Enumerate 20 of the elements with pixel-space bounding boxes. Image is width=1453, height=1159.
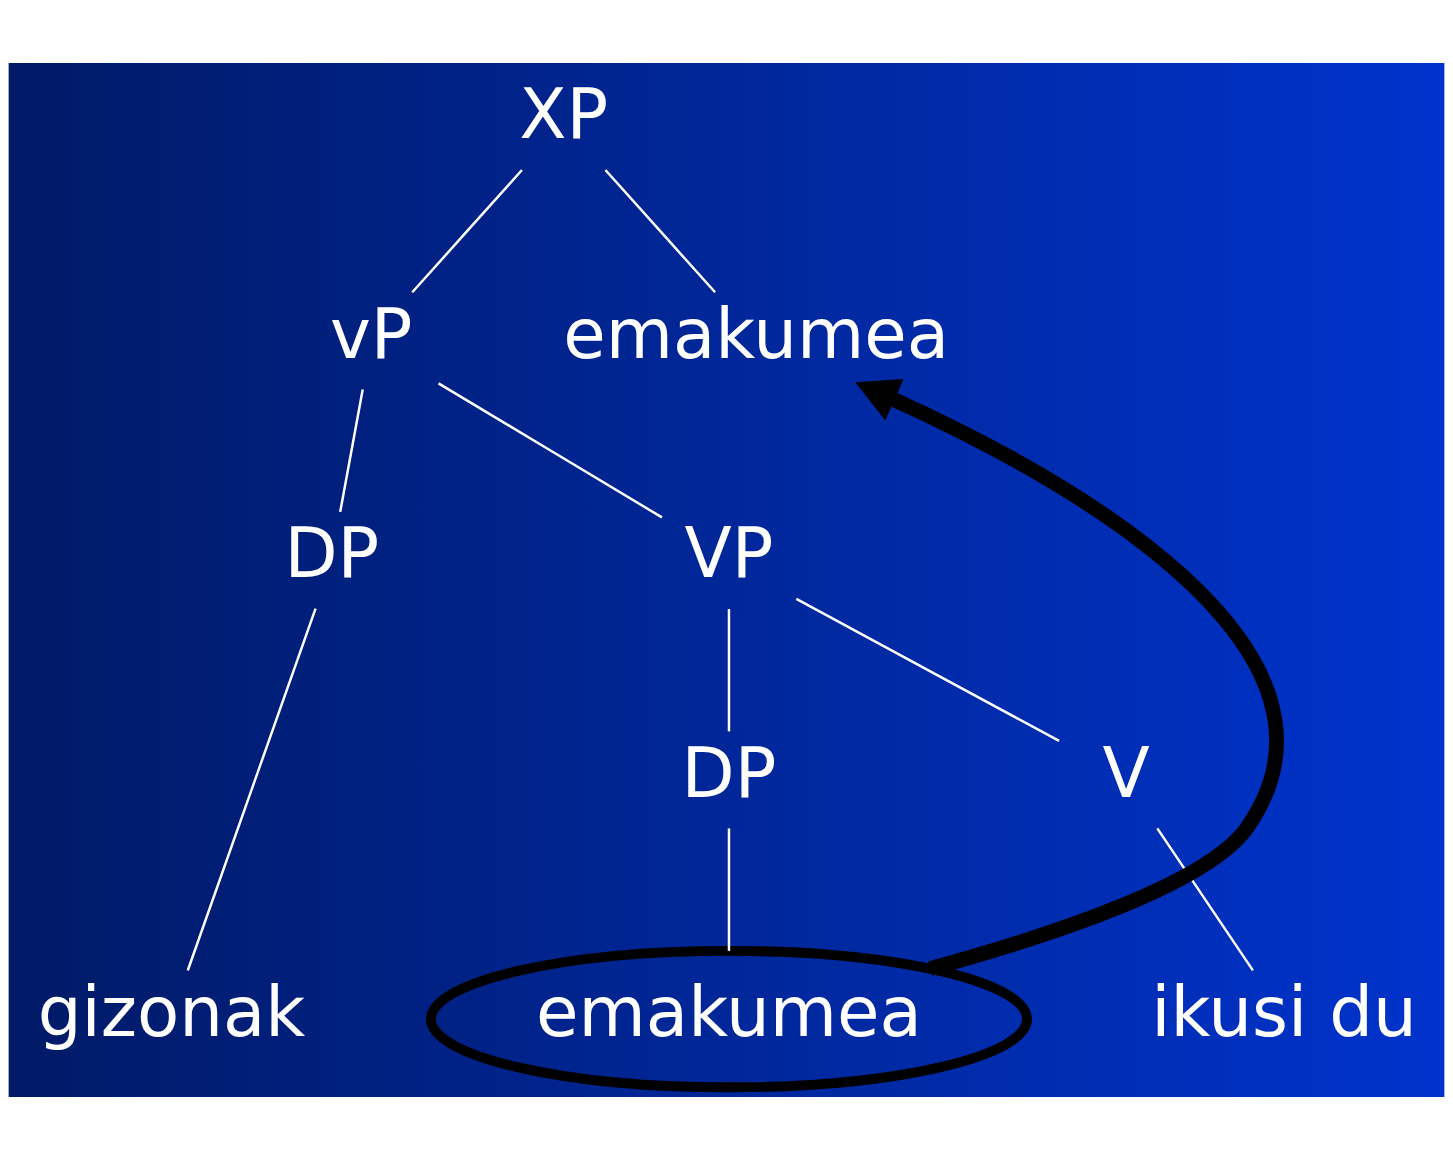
connector (411, 168, 523, 293)
connector (604, 168, 717, 293)
connector (186, 607, 317, 971)
node-text: DP (681, 732, 777, 813)
connector (437, 381, 663, 518)
connector (339, 388, 364, 512)
node-text: XP (519, 73, 609, 154)
connector (727, 827, 731, 951)
node-text: VP (684, 512, 774, 593)
node-text: emakumea (563, 293, 950, 374)
node-text: DP (284, 512, 380, 593)
connector (727, 608, 731, 731)
node-text: vP (330, 293, 413, 374)
connector (795, 597, 1060, 742)
node-ellipse: emakumea (425, 945, 1032, 1092)
arrow (855, 378, 1284, 976)
node-text: ikusi du (1151, 971, 1417, 1052)
node-text: V (1102, 732, 1150, 813)
connector (1156, 827, 1254, 971)
node-text: gizonak (37, 971, 306, 1052)
